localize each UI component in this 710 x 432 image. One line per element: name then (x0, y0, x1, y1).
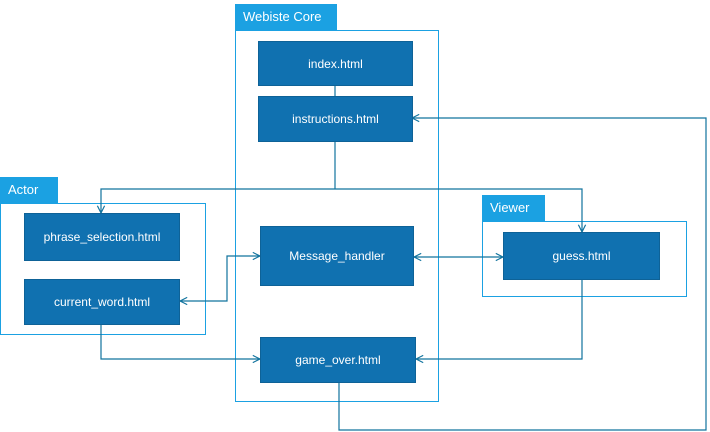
node-instructions-html[interactable]: instructions.html (258, 96, 413, 142)
edge-to-phrase-selection (101, 188, 335, 213)
node-message-handler[interactable]: Message_handler (260, 226, 414, 286)
group-website-core-title: Webiste Core (235, 4, 337, 30)
group-actor-title: Actor (0, 177, 58, 203)
node-game-over-html[interactable]: game_over.html (260, 337, 416, 383)
node-current-word-html[interactable]: current_word.html (24, 279, 180, 325)
edge-game-over-instructions (338, 118, 707, 431)
node-index-html[interactable]: index.html (258, 41, 413, 86)
edge-to-guess (335, 188, 582, 232)
edge-current-word-game-over (100, 325, 260, 359)
node-phrase-selection-html[interactable]: phrase_selection.html (24, 213, 180, 261)
edge-message-current-word (180, 256, 260, 301)
group-viewer-title: Viewer (482, 195, 545, 221)
edge-guess-game-over (416, 280, 583, 359)
group-website-core (235, 30, 439, 402)
node-guess-html[interactable]: guess.html (503, 232, 660, 280)
